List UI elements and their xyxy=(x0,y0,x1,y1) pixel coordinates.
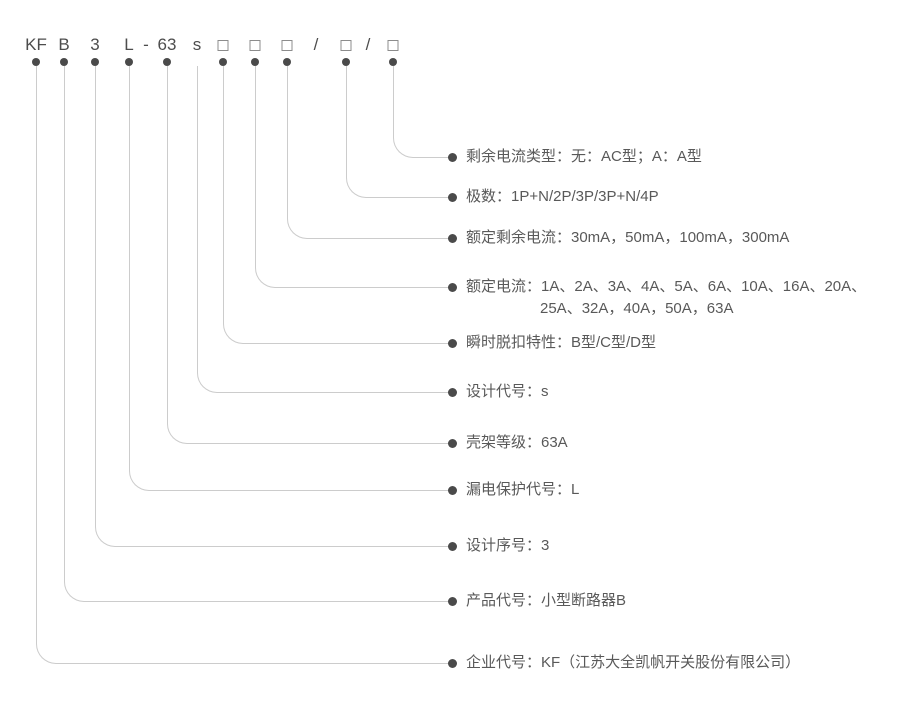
segment-dot-icon xyxy=(32,58,40,66)
legend-label: 额定电流：1A、2A、3A、4A、5A、6A、10A、16A、20A、 25A、3… xyxy=(466,276,866,320)
segment-dot-icon xyxy=(91,58,99,66)
legend-item: 额定剩余电流：30mA，50mA，100mA，300mA xyxy=(448,227,789,249)
segment-dot-icon xyxy=(389,58,397,66)
legend-bullet-icon xyxy=(448,193,457,202)
segment-dot-icon xyxy=(342,58,350,66)
legend-bullet-icon xyxy=(448,153,457,162)
code-segment: KF xyxy=(25,35,47,54)
legend-label-line1: 漏电保护代号：L xyxy=(466,481,580,498)
segment-dot-icon xyxy=(60,58,68,66)
legend-item: 壳架等级：63A xyxy=(448,432,568,454)
code-segment: 63 xyxy=(157,35,177,54)
legend-item: 设计序号：3 xyxy=(448,535,549,557)
legend-label-line1: 壳架等级：63A xyxy=(466,434,568,451)
legend-bullet-icon xyxy=(448,597,457,606)
legend-item: 企业代号：KF（江苏大全凯帆开关股份有限公司） xyxy=(448,652,800,674)
legend-label: 壳架等级：63A xyxy=(466,432,568,454)
legend-bullet-icon xyxy=(448,486,457,495)
legend-item: 极数：1P+N/2P/3P/3P+N/4P xyxy=(448,186,659,208)
code-segment-square xyxy=(387,36,399,54)
segment-dot-icon xyxy=(163,58,171,66)
legend-bullet-icon xyxy=(448,439,457,448)
code-segment-square xyxy=(281,36,293,54)
legend-label-line1: 瞬时脱扣特性：B型/C型/D型 xyxy=(466,334,657,351)
legend-label: 企业代号：KF（江苏大全凯帆开关股份有限公司） xyxy=(466,652,800,674)
segment-dot-icon xyxy=(251,58,259,66)
legend-label-line1: 额定电流：1A、2A、3A、4A、5A、6A、10A、16A、20A、 xyxy=(466,278,867,295)
legend-label: 漏电保护代号：L xyxy=(466,479,579,501)
segment-dot-icon xyxy=(125,58,133,66)
legend-bullet-icon xyxy=(448,388,457,397)
code-segment-square xyxy=(217,36,229,54)
square-placeholder-icon xyxy=(281,39,293,51)
legend-label-line1: 设计序号：3 xyxy=(466,537,550,554)
code-segment-square xyxy=(340,36,352,54)
legend-label-line1: 额定剩余电流：30mA，50mA，100mA，300mA xyxy=(466,229,790,246)
legend-bullet-icon xyxy=(448,234,457,243)
legend-label-line1: 设计代号：s xyxy=(466,383,549,400)
code-segment: 3 xyxy=(90,35,100,54)
legend-item: 瞬时脱扣特性：B型/C型/D型 xyxy=(448,332,656,354)
legend-label: 设计代号：s xyxy=(466,381,549,403)
legend-label-line1: 极数：1P+N/2P/3P/3P+N/4P xyxy=(466,188,659,205)
legend-label-line2: 25A、32A，40A，50A，63A xyxy=(540,300,734,317)
code-segment: / xyxy=(313,35,319,54)
legend-bullet-icon xyxy=(448,659,457,668)
legend-label: 设计序号：3 xyxy=(466,535,549,557)
square-placeholder-icon xyxy=(249,39,261,51)
legend-item: 产品代号：小型断路器B xyxy=(448,590,626,612)
legend-item: 设计代号：s xyxy=(448,381,549,403)
square-placeholder-icon xyxy=(217,39,229,51)
legend-label: 极数：1P+N/2P/3P/3P+N/4P xyxy=(466,186,659,208)
legend-label: 瞬时脱扣特性：B型/C型/D型 xyxy=(466,332,656,354)
legend-item: 漏电保护代号：L xyxy=(448,479,579,501)
legend-label: 剩余电流类型：无：AC型；A：A型 xyxy=(466,146,702,168)
code-segment: / xyxy=(365,35,371,54)
square-placeholder-icon xyxy=(340,39,352,51)
legend-item: 额定电流：1A、2A、3A、4A、5A、6A、10A、16A、20A、 25A、3… xyxy=(448,276,866,320)
segment-dot-icon xyxy=(219,58,227,66)
square-placeholder-icon xyxy=(387,39,399,51)
legend-bullet-icon xyxy=(448,283,457,292)
code-segment: L xyxy=(124,35,134,54)
legend-label-line1: 剩余电流类型：无：AC型；A：A型 xyxy=(466,148,702,165)
segment-dot-icon xyxy=(283,58,291,66)
code-segment: s xyxy=(192,35,202,54)
legend-label-line1: 企业代号：KF（江苏大全凯帆开关股份有限公司） xyxy=(466,654,801,671)
legend-item: 剩余电流类型：无：AC型；A：A型 xyxy=(448,146,702,168)
legend-label: 产品代号：小型断路器B xyxy=(466,590,626,612)
legend-bullet-icon xyxy=(448,339,457,348)
legend-label-line1: 产品代号：小型断路器B xyxy=(466,592,627,609)
code-segment: - xyxy=(143,35,149,54)
code-segment-square xyxy=(249,36,261,54)
legend-bullet-icon xyxy=(448,542,457,551)
code-segment: B xyxy=(58,35,70,54)
legend-label: 额定剩余电流：30mA，50mA，100mA，300mA xyxy=(466,227,789,249)
